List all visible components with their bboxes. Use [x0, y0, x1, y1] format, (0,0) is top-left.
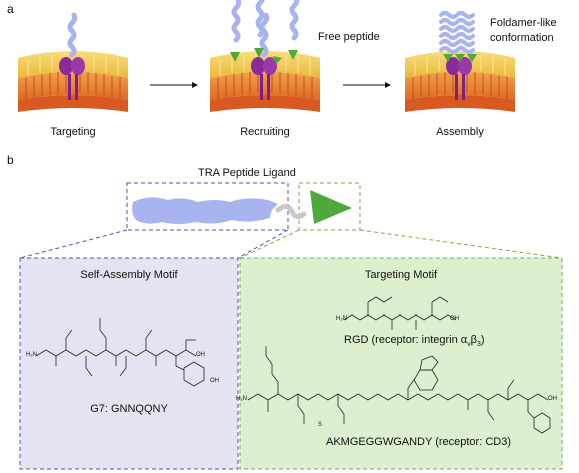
rgd-structure [343, 296, 457, 330]
cd3-caption: AKMGEGGWGANDY (receptor: CD3) [326, 436, 511, 448]
foldamer-label-line2: conformation [490, 32, 554, 44]
self-assembly-box [19, 257, 239, 470]
stage-assembly-graphic [404, 11, 516, 113]
targeting-triangle [310, 190, 352, 224]
g7-structure [35, 318, 205, 387]
cd3-s-label: S [318, 422, 323, 428]
stage-caption-recruiting: Recruiting [240, 126, 290, 138]
g7-nh2-label: H₂N [26, 352, 37, 358]
targeting-title: Targeting Motif [364, 269, 438, 281]
foldamer-label-line1: Foldamer-like [490, 17, 557, 29]
panel-a-letter: a [7, 2, 14, 16]
rgd-caption: RGD (receptor: integrin αvβ3) [344, 334, 485, 349]
rgd-nh2-label: H₂N [336, 316, 347, 322]
free-peptide-label: Free peptide [318, 31, 380, 43]
g7-oh-label: OH [196, 352, 205, 358]
stage-caption-targeting: Targeting [50, 126, 96, 138]
g7-caption: G7: GNNQQNY [90, 403, 168, 415]
self-assembly-title: Self-Assembly Motif [80, 269, 178, 281]
cd3-nh2-label: H₂N [236, 396, 247, 402]
arrow-1 [150, 82, 198, 88]
targeting-ligand-box [298, 182, 361, 231]
panel-a-illustration [17, 0, 516, 113]
g7-tyr-oh-label: OH [210, 378, 219, 384]
stage-recruiting-graphic [209, 0, 321, 113]
stage-caption-assembly: Assembly [436, 126, 484, 138]
cd3-structure [247, 346, 551, 434]
ligand-title: TRA Peptide Ligand [198, 167, 296, 179]
rgd-oh-label: OH [450, 316, 459, 322]
cd3-oh-label: OH [548, 396, 557, 402]
stage-targeting-graphic [17, 15, 129, 113]
linker [275, 204, 307, 220]
panel-b-graphic [19, 182, 563, 470]
panel-b-letter: b [7, 153, 14, 167]
targeting-box [239, 257, 563, 470]
peptide-ribbon [132, 197, 278, 224]
arrow-2 [343, 82, 391, 88]
